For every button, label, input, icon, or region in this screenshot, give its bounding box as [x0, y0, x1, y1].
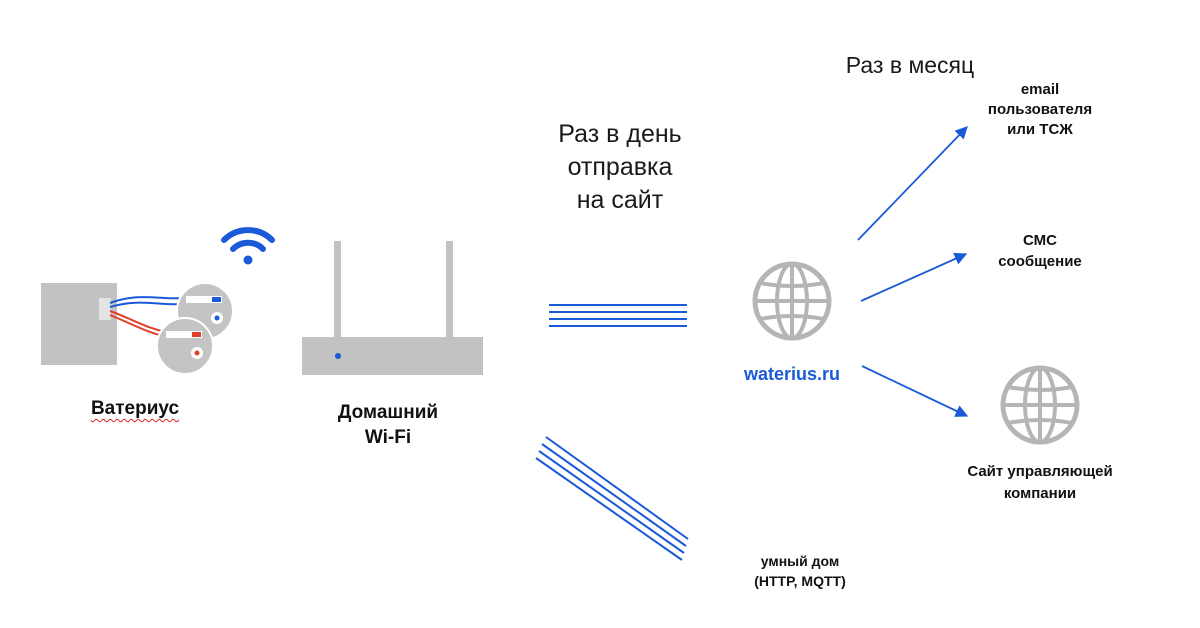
- email-label: email пользователя или ТСЖ: [987, 81, 1093, 138]
- arrow-to-email: [857, 126, 968, 241]
- site-globe-icon: [755, 264, 829, 338]
- smarthome-label: умный дом (HTTP, MQTT): [754, 553, 846, 589]
- router-icon: [302, 241, 483, 375]
- waterius-label: Ватериус: [90, 398, 180, 419]
- daily-annotation: Раз в день отправка на сайт: [558, 120, 682, 214]
- monthly-annotation: Раз в месяц: [845, 52, 975, 78]
- daily-transfer-lines: [549, 304, 687, 327]
- arrow-to-sms: [860, 252, 968, 302]
- waterius-device-icon: [41, 282, 234, 375]
- sms-label: СМС сообщение: [998, 232, 1082, 270]
- arrow-to-company: [861, 365, 969, 417]
- smarthome-transfer-lines: [535, 436, 689, 561]
- router-label: Домашний Wi-Fi: [337, 402, 439, 448]
- company-label: Сайт управляющей компании: [967, 463, 1113, 502]
- site-label: waterius.ru: [743, 364, 841, 384]
- company-globe-icon: [1003, 368, 1077, 442]
- wifi-icon: [221, 227, 275, 265]
